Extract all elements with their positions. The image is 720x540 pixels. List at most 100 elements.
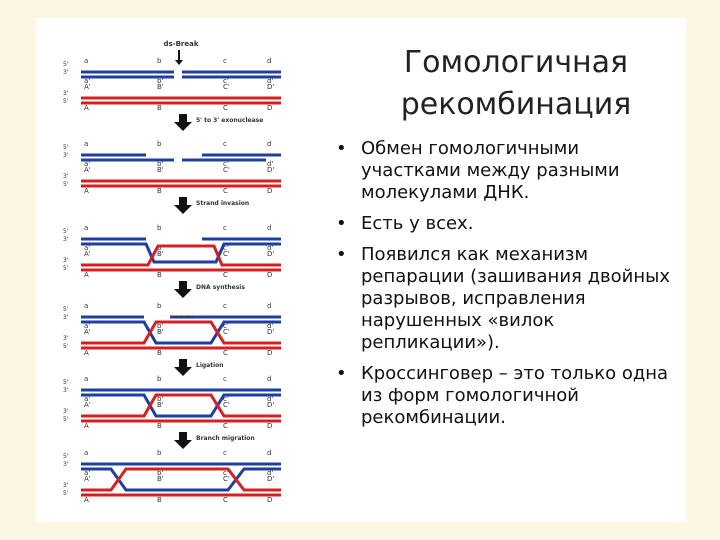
locus-label: c': [223, 160, 229, 168]
locus-label: c': [223, 322, 229, 330]
locus-label: B: [157, 187, 162, 195]
locus-label: c: [223, 449, 227, 457]
strand-end-label: 5': [63, 228, 69, 235]
strand-end-label: 5': [63, 490, 69, 497]
strand-end-label: 3': [63, 335, 69, 342]
strand-end-label: 5': [63, 343, 69, 350]
locus-label: D: [267, 496, 272, 504]
locus-label: D: [267, 349, 272, 357]
strand-end-label: 3': [63, 152, 69, 159]
strand-end-label: 5': [63, 61, 69, 68]
strand-end-label: 5': [63, 181, 69, 188]
locus-label: B: [157, 496, 162, 504]
locus-label: C: [223, 422, 228, 430]
locus-label: d': [267, 469, 273, 477]
strand-end-label: 3': [63, 69, 69, 76]
bullet-dot-icon: •: [336, 244, 347, 265]
locus-label: a': [84, 469, 90, 477]
locus-label: D: [267, 271, 272, 279]
locus-label: C': [223, 328, 230, 336]
strand-end-label: 3': [63, 236, 69, 243]
bullet-item: •Есть у всех.: [336, 213, 681, 235]
locus-label: a: [84, 140, 88, 148]
locus-label: D: [267, 187, 272, 195]
locus-label: c: [223, 140, 227, 148]
strand-end-label: 3': [63, 387, 69, 394]
break-arrow-icon: [175, 50, 183, 65]
strand-end-label: 5': [63, 144, 69, 151]
locus-label: D: [267, 104, 272, 112]
strand-end-label: 5': [63, 306, 69, 313]
locus-label: B': [157, 250, 164, 258]
locus-label: C': [223, 475, 230, 483]
locus-label: C': [223, 166, 230, 174]
locus-label: A': [84, 166, 91, 174]
locus-label: a': [84, 160, 90, 168]
locus-label: d': [267, 160, 273, 168]
locus-label: D': [267, 83, 274, 91]
migrated-red: [81, 467, 281, 492]
bullet-item: •Кроссинговер – это только одна из форм …: [336, 363, 681, 429]
migrated-blue: [81, 467, 281, 492]
invading-strand: [81, 242, 281, 264]
strand-end-label: 3': [63, 257, 69, 264]
strand-end-label: 3': [63, 90, 69, 97]
locus-label: B: [157, 104, 162, 112]
locus-label: C': [223, 401, 230, 409]
locus-label: d': [267, 244, 273, 252]
strand-end-label: 3': [63, 408, 69, 415]
holliday-blue: [81, 393, 281, 418]
holliday-red: [81, 393, 281, 418]
locus-label: b: [157, 302, 162, 310]
bullet-dot-icon: •: [336, 363, 347, 384]
step-arrow-icon: [174, 114, 192, 131]
locus-label: A: [84, 349, 89, 357]
bullet-item: •Обмен гомологичными участками между раз…: [336, 138, 681, 204]
step-arrow-icon: [174, 359, 192, 376]
locus-label: D': [267, 250, 274, 258]
locus-label: B': [157, 83, 164, 91]
locus-label: b': [157, 77, 163, 85]
bullet-dot-icon: •: [336, 138, 347, 159]
locus-label: b': [157, 160, 163, 168]
bullet-text: Есть у всех.: [361, 213, 474, 234]
locus-label: a': [84, 322, 90, 330]
locus-label: A: [84, 422, 89, 430]
step-label: Ligation: [196, 362, 224, 369]
locus-label: A: [84, 496, 89, 504]
strand-end-label: 5': [63, 265, 69, 272]
locus-label: C: [223, 349, 228, 357]
strand-end-label: 3': [63, 173, 69, 180]
strand-end-label: 3': [63, 461, 69, 468]
locus-label: a': [84, 395, 90, 403]
locus-label: c': [223, 395, 229, 403]
locus-label: a: [84, 57, 88, 65]
locus-label: C: [223, 496, 228, 504]
locus-label: b: [157, 140, 162, 148]
locus-label: B': [157, 475, 164, 483]
locus-label: c': [223, 244, 229, 252]
locus-label: B': [157, 401, 164, 409]
invading-strand: [81, 320, 281, 345]
locus-label: b: [157, 375, 162, 383]
locus-label: B': [157, 328, 164, 336]
break-label: ds-Break: [164, 40, 199, 48]
locus-label: d': [267, 395, 273, 403]
locus-label: a: [84, 224, 88, 232]
strand-end-label: 3': [63, 314, 69, 321]
step-arrow-icon: [174, 197, 192, 214]
locus-label: C': [223, 250, 230, 258]
locus-label: d': [267, 322, 273, 330]
locus-label: b': [157, 469, 163, 477]
locus-label: d: [267, 449, 271, 457]
locus-label: d: [267, 302, 271, 310]
bullet-list: •Обмен гомологичными участками между раз…: [336, 138, 681, 438]
locus-label: D': [267, 328, 274, 336]
locus-label: B: [157, 271, 162, 279]
locus-label: A': [84, 83, 91, 91]
locus-label: A: [84, 104, 89, 112]
locus-label: B': [157, 166, 164, 174]
locus-label: b: [157, 57, 162, 65]
locus-label: D: [267, 422, 272, 430]
